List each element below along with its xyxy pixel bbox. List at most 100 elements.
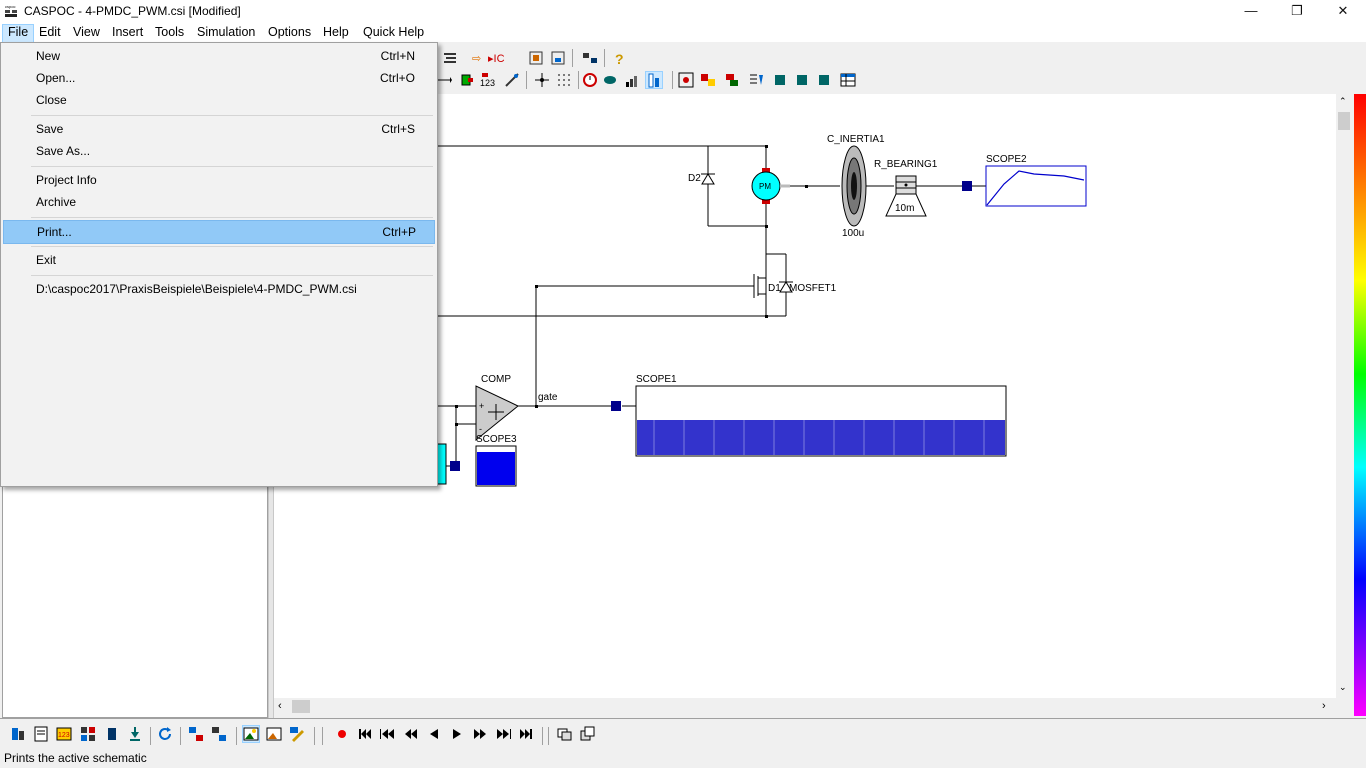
help-icon[interactable]: ?	[612, 50, 628, 66]
chip-icon-1[interactable]	[772, 72, 788, 88]
document-icon[interactable]	[33, 726, 49, 742]
scope3[interactable]	[475, 445, 517, 487]
menu-file[interactable]: File	[2, 24, 35, 43]
skip-to-end-icon[interactable]	[518, 726, 534, 742]
window-title: CASPOC - 4-PMDC_PWM.csi [Modified]	[24, 4, 241, 18]
pm-motor[interactable]	[751, 168, 790, 204]
number-block-icon[interactable]: 123	[480, 72, 500, 88]
menu-item-archive[interactable]: Archive	[3, 191, 433, 213]
close-button[interactable]: ✕	[1337, 3, 1349, 18]
picture-icon[interactable]	[242, 725, 260, 743]
rewind-icon[interactable]	[403, 726, 419, 742]
netlist-icon[interactable]	[582, 50, 598, 66]
library-bottom-icon[interactable]	[10, 726, 26, 742]
scroll-down-icon[interactable]: ⌄	[1339, 682, 1347, 692]
file-menu-dropdown: New Ctrl+N Open... Ctrl+O Close Save Ctr…	[0, 42, 438, 487]
counter-icon[interactable]: 123	[56, 726, 72, 742]
network-icon[interactable]	[678, 72, 694, 88]
library-icon[interactable]	[700, 72, 716, 88]
maximize-button[interactable]: ❐	[1291, 3, 1303, 18]
menu-item-save[interactable]: Save Ctrl+S	[3, 118, 433, 140]
grid-blocks-icon[interactable]	[80, 726, 96, 742]
menu-item-close[interactable]: Close	[3, 89, 433, 111]
windows-icon[interactable]	[557, 726, 573, 742]
menu-item-shortcut: Ctrl+O	[379, 71, 415, 85]
menu-quick-help[interactable]: Quick Help	[363, 25, 425, 39]
scope1[interactable]	[635, 385, 1007, 457]
menu-item-save-as[interactable]: Save As...	[3, 140, 433, 162]
picture2-icon[interactable]	[266, 726, 282, 742]
svg-text:cspoc: cspoc	[5, 4, 15, 9]
scope3-input-node[interactable]	[450, 461, 460, 471]
skip-to-start-icon[interactable]	[357, 726, 373, 742]
refresh-icon[interactable]	[157, 726, 173, 742]
c-inertia-flywheel[interactable]	[841, 145, 867, 227]
minimize-button[interactable]: —	[1244, 3, 1258, 18]
align-icon[interactable]	[442, 50, 458, 66]
scroll-left-icon[interactable]: ‹	[278, 700, 282, 712]
chip-icon-3[interactable]	[816, 72, 832, 88]
menu-help[interactable]: Help	[323, 25, 349, 39]
chip-bottom-icon[interactable]	[104, 726, 120, 742]
svg-text:123: 123	[480, 78, 495, 88]
tree-panel[interactable]	[2, 486, 268, 718]
scope2[interactable]	[985, 165, 1087, 207]
component-icon[interactable]	[458, 72, 474, 88]
fast-forward-icon[interactable]	[472, 726, 488, 742]
horizontal-scroll-thumb[interactable]	[292, 700, 310, 713]
svg-text:?: ?	[615, 51, 624, 66]
r-bearing[interactable]	[885, 175, 927, 217]
svg-text:▸IC: ▸IC	[488, 53, 505, 65]
menu-edit[interactable]: Edit	[39, 25, 61, 39]
svg-text:+: +	[479, 401, 484, 411]
menu-view[interactable]: View	[73, 25, 100, 39]
scroll-up-icon[interactable]: ⌃	[1339, 96, 1347, 106]
sort-icon[interactable]	[748, 72, 764, 88]
play-icon[interactable]	[449, 726, 465, 742]
menu-item-project-info[interactable]: Project Info	[3, 169, 433, 191]
step-back-icon[interactable]	[426, 726, 442, 742]
table-icon[interactable]	[840, 72, 856, 88]
mosfet1[interactable]	[753, 274, 793, 298]
menu-item-exit[interactable]: Exit	[3, 249, 433, 271]
probe-icon[interactable]	[504, 72, 520, 88]
scroll-right-icon[interactable]: ›	[1322, 700, 1326, 712]
menu-tools[interactable]: Tools	[155, 25, 185, 39]
export-icon[interactable]	[528, 50, 544, 66]
chip-icon-2[interactable]	[794, 72, 810, 88]
tools-bottom-icon[interactable]	[211, 726, 227, 742]
diode-d2[interactable]	[701, 173, 715, 185]
wire-arrow-icon[interactable]	[436, 72, 452, 88]
fish-icon[interactable]	[602, 72, 618, 88]
bars-icon[interactable]	[624, 72, 640, 88]
edit-hand-icon[interactable]	[289, 726, 305, 742]
faster-forward-icon[interactable]	[495, 726, 511, 742]
menu-item-open[interactable]: Open... Ctrl+O	[3, 67, 433, 89]
menu-options[interactable]: Options	[268, 25, 312, 39]
comparator[interactable]: + -	[475, 385, 519, 442]
scope3-label: SCOPE3	[476, 434, 517, 445]
vertical-scrollbar[interactable]: ⌃ ⌄	[1336, 94, 1352, 698]
network-bottom-icon[interactable]	[188, 726, 204, 742]
initial-condition-icon[interactable]: ⇨▸IC	[472, 50, 514, 66]
record-icon[interactable]	[334, 726, 350, 742]
block-library-icon[interactable]	[724, 72, 740, 88]
menu-simulation[interactable]: Simulation	[197, 25, 256, 39]
menu-insert[interactable]: Insert	[112, 25, 144, 39]
grid-icon[interactable]	[556, 72, 572, 88]
menu-item-new[interactable]: New Ctrl+N	[3, 45, 433, 67]
menu-item-print[interactable]: Print... Ctrl+P	[3, 220, 435, 244]
horizontal-scrollbar[interactable]: ‹ ›	[274, 698, 1336, 715]
crosshair-icon[interactable]	[534, 72, 550, 88]
scope1-input-node[interactable]	[611, 401, 621, 411]
vertical-scroll-thumb[interactable]	[1338, 112, 1350, 130]
download-icon[interactable]	[127, 726, 143, 742]
schematic-canvas[interactable]: + - C_INERTIA1 R_BEARING1 SCOPE2 D2 PM 1…	[274, 94, 1336, 698]
fast-rewind-icon[interactable]	[380, 726, 396, 742]
scope2-input-node[interactable]	[962, 181, 972, 191]
import-icon[interactable]	[550, 50, 566, 66]
timer-icon[interactable]	[582, 72, 598, 88]
level-icon[interactable]	[645, 71, 663, 89]
cascade-icon[interactable]	[580, 726, 596, 742]
menu-item-recent-file[interactable]: D:\caspoc2017\PraxisBeispiele\Beispiele\…	[3, 278, 433, 300]
